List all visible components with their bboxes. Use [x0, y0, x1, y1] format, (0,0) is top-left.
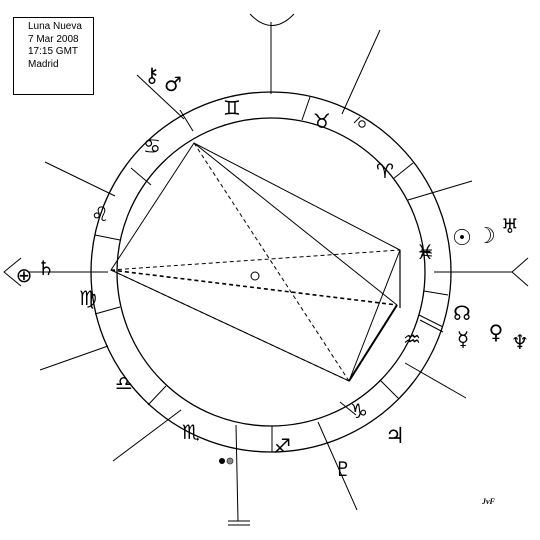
- aspect-line-dashed: [110, 269, 350, 382]
- leo-icon: ♌: [91, 202, 109, 226]
- cancer-icon: ♋: [143, 134, 161, 158]
- ascendant-marker: [511, 257, 529, 287]
- mars-icon: ♂: [164, 72, 182, 96]
- chart-info-box: Luna Nueva 7 Mar 2008 17:15 GMT Madrid: [13, 17, 94, 95]
- virgo-icon: ♍: [79, 286, 97, 310]
- aspect-lines: [110, 142, 401, 382]
- author-initials: JvF: [482, 497, 495, 506]
- taurus-icon: ♉: [313, 109, 331, 133]
- venus-icon: ♀: [489, 320, 504, 344]
- sagittarius-icon: ♐: [273, 434, 291, 458]
- capricorn-icon: ♑: [350, 399, 368, 423]
- aries-icon: ♈: [376, 159, 394, 183]
- house-12-cusp: [407, 180, 473, 201]
- midheaven-marker: [249, 13, 295, 26]
- planet-marker: [226, 457, 234, 465]
- aspect-line-dashed: [110, 249, 401, 271]
- imum-coeli-line: [235, 424, 239, 522]
- mercury-icon: ☿: [457, 327, 469, 351]
- aspect-quad: [110, 142, 401, 382]
- aspect-line: [193, 142, 398, 306]
- aquarius-icon: ♒: [403, 327, 421, 351]
- moon-icon: ☽: [476, 224, 496, 249]
- uranus-icon: ♅: [501, 214, 519, 238]
- pluto-icon: ♇: [334, 457, 352, 481]
- house-lines: [3, 13, 529, 526]
- chart-location: Madrid: [28, 58, 59, 70]
- planet-ticks: [339, 116, 444, 416]
- house-9-cusp: [136, 74, 185, 120]
- aspect-line-bold: [348, 304, 398, 382]
- gemini-icon: ♊: [223, 96, 241, 120]
- pisces-icon: ♓: [416, 240, 434, 264]
- house-11-cusp: [341, 29, 381, 115]
- house-6-cusp: [39, 345, 109, 371]
- north-node-icon: ☊: [453, 301, 471, 325]
- saturn-icon: ♄: [37, 256, 55, 280]
- chiron-icon: ⚷: [145, 63, 160, 87]
- chart-center: [250, 271, 260, 281]
- house-3-cusp: [317, 421, 358, 511]
- chart-date: 7 Mar 2008: [28, 33, 79, 45]
- libra-icon: ♎: [115, 371, 133, 395]
- jupiter-icon: ♃: [385, 424, 405, 449]
- sun-icon: ☉: [452, 226, 472, 251]
- sign-dividers: [94, 96, 449, 452]
- descendant-marker: [3, 257, 22, 287]
- planet-marker: [358, 120, 366, 128]
- house-8-cusp: [44, 161, 116, 197]
- house-5-cusp: [112, 409, 182, 462]
- house-2-cusp: [404, 362, 467, 399]
- neptune-icon: ♆: [511, 330, 529, 354]
- chart-time: 17:15 GMT: [28, 46, 79, 57]
- aspect-line-dashed: [110, 269, 398, 306]
- chart-title: Luna Nueva: [28, 21, 82, 32]
- planet-marker: [219, 458, 225, 464]
- zodiac-inner-ring: [116, 117, 426, 427]
- aspect-line-dashed: [193, 142, 350, 382]
- earth-icon: ⊕: [16, 263, 33, 287]
- scorpio-icon: ♏: [182, 420, 200, 444]
